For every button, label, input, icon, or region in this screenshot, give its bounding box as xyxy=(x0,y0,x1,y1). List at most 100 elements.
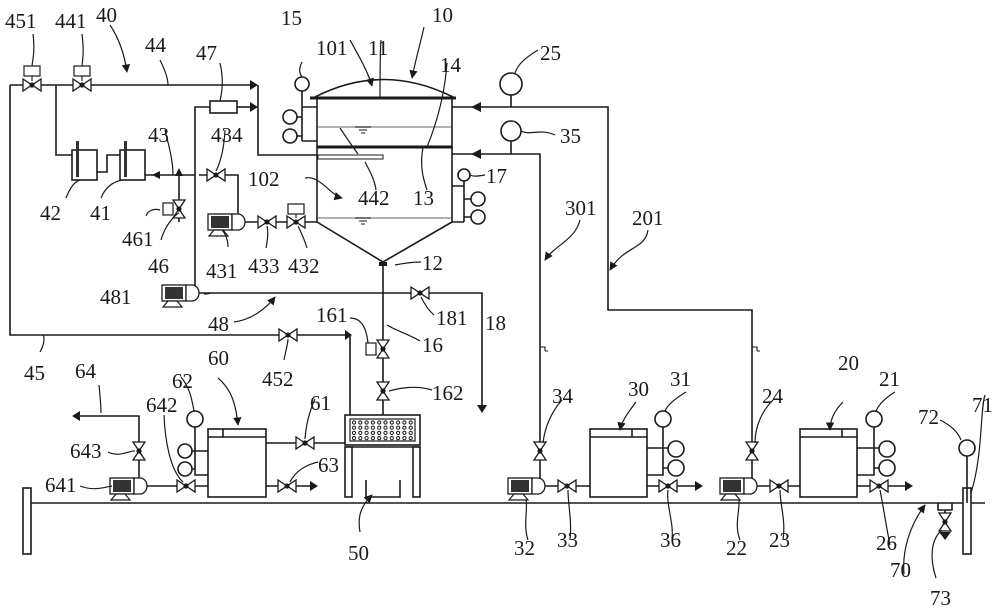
label-71: 71 xyxy=(972,393,993,417)
valve-162[interactable] xyxy=(376,381,390,401)
valve-24[interactable] xyxy=(745,441,759,461)
label-15: 15 xyxy=(281,6,302,30)
label-60: 60 xyxy=(208,346,229,370)
vessels-41-42 xyxy=(55,85,195,181)
label-14: 14 xyxy=(440,53,462,77)
line-48 xyxy=(199,292,483,410)
filter-dot xyxy=(389,430,394,435)
filter-dot xyxy=(383,436,388,441)
filter-dot xyxy=(396,436,401,441)
filter-dot xyxy=(408,425,413,430)
label-102: 102 xyxy=(248,167,280,191)
label-16: 16 xyxy=(422,333,443,357)
label-47: 47 xyxy=(196,41,217,65)
label-61: 61 xyxy=(310,391,331,415)
valve-181[interactable] xyxy=(410,286,430,300)
label-72: 72 xyxy=(918,405,939,429)
valve-73[interactable] xyxy=(938,512,952,532)
filter-dot xyxy=(402,420,407,425)
component-47 xyxy=(194,100,258,290)
filter-dot xyxy=(351,430,357,435)
label-30: 30 xyxy=(628,377,649,401)
label-642: 642 xyxy=(146,393,178,417)
pump-22[interactable] xyxy=(719,477,758,501)
valve-642[interactable] xyxy=(176,479,196,493)
label-22: 22 xyxy=(726,536,747,560)
label-161: 161 xyxy=(316,303,348,327)
pump-641[interactable] xyxy=(109,477,148,501)
line-201-and-25 xyxy=(452,72,753,418)
label-42: 42 xyxy=(40,201,61,225)
pump-431[interactable] xyxy=(207,213,246,237)
pump-481[interactable] xyxy=(161,284,200,308)
valve-63[interactable] xyxy=(277,479,297,493)
filter-dot xyxy=(358,430,363,435)
label-40: 40 xyxy=(96,3,117,27)
label-26: 26 xyxy=(876,531,897,555)
filter-dot xyxy=(364,425,369,430)
label-70: 70 xyxy=(890,558,911,582)
label-25: 25 xyxy=(540,41,561,65)
label-162: 162 xyxy=(432,381,464,405)
label-50: 50 xyxy=(348,541,369,565)
valve-26[interactable] xyxy=(869,479,889,493)
filter-dot xyxy=(389,420,394,425)
gauge-72 xyxy=(958,439,976,503)
label-36: 36 xyxy=(660,528,681,552)
valve-33[interactable] xyxy=(557,479,577,493)
label-21: 21 xyxy=(879,367,900,391)
label-43: 43 xyxy=(148,123,169,147)
label-11: 11 xyxy=(368,36,388,60)
label-32: 32 xyxy=(514,536,535,560)
label-23: 23 xyxy=(769,528,790,552)
filter-dot xyxy=(408,430,413,435)
filter-dot xyxy=(383,420,388,425)
filter-dot xyxy=(389,436,394,441)
filter-dot xyxy=(396,425,401,430)
filter-dot xyxy=(351,420,357,425)
filter-dot xyxy=(396,430,401,435)
base-frame-70 xyxy=(22,487,985,555)
filter-dot xyxy=(396,420,401,425)
filter-dot xyxy=(383,425,388,430)
label-452: 452 xyxy=(262,367,294,391)
label-41: 41 xyxy=(90,201,111,225)
label-181: 181 xyxy=(436,306,468,330)
label-17: 17 xyxy=(486,164,507,188)
filter-dot xyxy=(364,436,369,441)
filter-dot xyxy=(370,420,375,425)
label-24: 24 xyxy=(762,384,784,408)
label-34: 34 xyxy=(552,384,574,408)
label-10: 10 xyxy=(432,3,453,27)
valve-23[interactable] xyxy=(769,479,789,493)
filter-dot xyxy=(370,425,375,430)
labels: 451 441 40 44 47 43 434 42 41 461 46 431… xyxy=(5,3,993,609)
filter-dot xyxy=(377,436,382,441)
valve-161[interactable] xyxy=(376,339,390,359)
label-461: 461 xyxy=(122,227,154,251)
label-13: 13 xyxy=(413,186,434,210)
label-441: 441 xyxy=(55,9,87,33)
label-44: 44 xyxy=(145,33,167,57)
filter-dot xyxy=(377,430,382,435)
filter-dot xyxy=(370,436,375,441)
filter-dot xyxy=(389,425,394,430)
label-451: 451 xyxy=(5,9,37,33)
label-101: 101 xyxy=(316,36,348,60)
pump-32[interactable] xyxy=(507,477,546,501)
label-301: 301 xyxy=(565,196,597,220)
valve-34[interactable] xyxy=(533,441,547,461)
gauges-15 xyxy=(282,76,317,144)
label-46: 46 xyxy=(148,254,169,278)
filter-dot-grid xyxy=(349,418,416,442)
filter-dot xyxy=(370,430,375,435)
label-20: 20 xyxy=(838,351,859,375)
leader-lines xyxy=(31,24,986,579)
label-431: 431 xyxy=(206,259,238,283)
filter-dot xyxy=(358,425,363,430)
label-64: 64 xyxy=(75,359,97,383)
label-35: 35 xyxy=(560,124,581,148)
filter-dot xyxy=(351,425,357,430)
filter-dot xyxy=(383,430,388,435)
